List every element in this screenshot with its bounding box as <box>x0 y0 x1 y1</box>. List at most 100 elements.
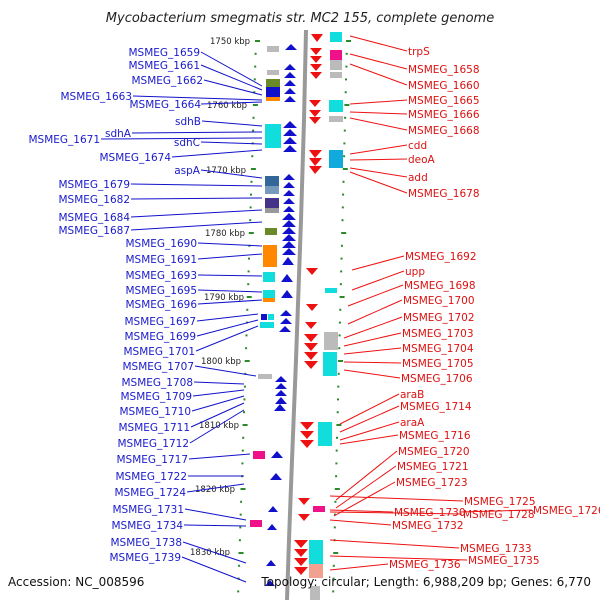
gene-label-left[interactable]: MSMEG_1684 <box>58 212 130 224</box>
gene-label-left[interactable]: MSMEG_1739 <box>109 552 181 564</box>
leader-line <box>200 169 263 179</box>
gene-label-right[interactable]: upp <box>405 266 425 278</box>
gene-label-left[interactable]: MSMEG_1679 <box>58 179 130 191</box>
gene-label-right[interactable]: MSMEG_1703 <box>402 328 474 340</box>
gene-label-right[interactable]: MSMEG_1736 <box>389 559 461 571</box>
gene-label-left[interactable]: MSMEG_1707 <box>122 361 194 373</box>
gene-block <box>267 70 279 75</box>
leader-line <box>184 508 247 521</box>
gene-label-right[interactable]: MSMEG_1726 <box>533 505 600 517</box>
gene-label-left[interactable]: MSMEG_1734 <box>111 520 183 532</box>
left-leader-lines <box>100 51 263 583</box>
leader-line <box>349 144 408 155</box>
scale-labels: 1750 kbp 1760 kbp 1770 kbp 1780 kbp 1790… <box>190 37 250 558</box>
gene-label-right[interactable]: MSMEG_1678 <box>408 188 480 200</box>
leader-line <box>343 332 402 347</box>
gene-label-left[interactable]: MSMEG_1697 <box>124 316 196 328</box>
gene-label-left[interactable]: MSMEG_1710 <box>119 406 191 418</box>
gene-label-right[interactable]: MSMEG_1666 <box>408 109 480 121</box>
gene-label-right[interactable]: MSMEG_1733 <box>460 543 532 555</box>
gene-label-left[interactable]: MSMEG_1699 <box>124 331 196 343</box>
gene-label-right[interactable]: MSMEG_1714 <box>400 401 472 413</box>
gene-label-left[interactable]: MSMEG_1724 <box>114 487 186 499</box>
gene-label-right[interactable]: MSMEG_1720 <box>398 446 470 458</box>
leader-line <box>130 221 263 231</box>
leader-line <box>339 421 400 441</box>
gene-label-left[interactable]: sdhA <box>105 128 132 140</box>
tick-mark <box>244 360 250 362</box>
gene-label-left[interactable]: MSMEG_1711 <box>118 422 190 434</box>
gene-label-right[interactable]: trpS <box>408 46 430 58</box>
gene-label-left[interactable]: MSMEG_1701 <box>123 346 195 358</box>
gene-label-left[interactable]: MSMEG_1696 <box>125 299 197 311</box>
gene-label-right[interactable]: araB <box>400 389 424 401</box>
gene-label-right[interactable]: MSMEG_1665 <box>408 95 480 107</box>
gene-block <box>265 124 281 148</box>
gene-label-right[interactable]: MSMEG_1732 <box>392 520 464 532</box>
gene-label-right[interactable]: MSMEG_1660 <box>408 80 480 92</box>
tick-mark <box>342 168 348 170</box>
gene-label-right[interactable]: MSMEG_1716 <box>399 430 471 442</box>
gene-label-right[interactable]: MSMEG_1725 <box>464 496 536 508</box>
leader-line <box>351 270 405 291</box>
gene-label-right[interactable]: add <box>408 172 428 184</box>
gene-label-right[interactable]: MSMEG_1692 <box>405 251 477 263</box>
tick-mark <box>343 142 346 145</box>
gene-label-right[interactable]: deoA <box>408 154 436 166</box>
gene-label-left[interactable]: MSMEG_1717 <box>116 454 188 466</box>
gene-label-left[interactable]: MSMEG_1690 <box>125 238 197 250</box>
gene-label-left[interactable]: MSMEG_1722 <box>115 471 187 483</box>
gene-label-left[interactable]: MSMEG_1709 <box>120 391 192 403</box>
gene-label-left[interactable]: MSMEG_1671 <box>28 134 100 146</box>
gene-block <box>253 451 265 459</box>
gene-label-right[interactable]: MSMEG_1721 <box>397 461 469 473</box>
gene-label-left[interactable]: MSMEG_1738 <box>110 537 182 549</box>
scale-label: 1770 kbp <box>206 166 246 176</box>
gene-label-left[interactable]: sdhC <box>174 137 200 149</box>
gene-label-left[interactable]: MSMEG_1712 <box>117 438 189 450</box>
gene-label-left[interactable]: MSMEG_1664 <box>129 99 201 111</box>
gene-label-right[interactable]: cdd <box>408 140 427 152</box>
leader-line <box>200 64 263 91</box>
gene-label-left[interactable]: MSMEG_1659 <box>128 47 200 59</box>
gene-label-right[interactable]: MSMEG_1735 <box>468 555 540 567</box>
tick-mark <box>243 398 246 401</box>
gene-block <box>324 332 338 350</box>
gene-label-left[interactable]: MSMEG_1661 <box>128 60 200 72</box>
tick-mark <box>237 577 240 580</box>
gene-label-left[interactable]: aspA <box>174 165 201 177</box>
gene-label-right[interactable]: MSMEG_1730 <box>394 507 466 519</box>
leader-line <box>200 101 263 105</box>
leader-line <box>459 509 533 513</box>
gene-label-right[interactable]: MSMEG_1728 <box>463 509 535 521</box>
gene-label-left[interactable]: sdhB <box>175 116 201 128</box>
gene-label-left[interactable]: MSMEG_1691 <box>125 254 197 266</box>
gene-label-left[interactable]: MSMEG_1663 <box>60 91 132 103</box>
gene-label-left[interactable]: MSMEG_1687 <box>58 225 130 237</box>
gene-label-left[interactable]: MSMEG_1695 <box>125 285 197 297</box>
gene-label-right[interactable]: MSMEG_1705 <box>402 358 474 370</box>
gene-label-right[interactable]: MSMEG_1706 <box>401 373 473 385</box>
gene-label-left[interactable]: MSMEG_1682 <box>58 194 130 206</box>
gene-label-left[interactable]: MSMEG_1731 <box>112 504 184 516</box>
gene-label-right[interactable]: MSMEG_1658 <box>408 64 480 76</box>
gene-label-right[interactable]: MSMEG_1698 <box>404 280 476 292</box>
gene-label-right[interactable]: MSMEG_1700 <box>403 295 475 307</box>
gene-label-right[interactable]: MSMEG_1702 <box>403 312 475 324</box>
tick-mark <box>247 270 250 273</box>
gene-label-right[interactable]: MSMEG_1723 <box>396 477 468 489</box>
leader-line <box>182 541 247 564</box>
gene-label-left[interactable]: MSMEG_1708 <box>121 377 193 389</box>
gene-label-right[interactable]: araA <box>400 417 425 429</box>
tick-mark <box>242 436 245 439</box>
gene-label-left[interactable]: MSMEG_1693 <box>125 270 197 282</box>
gene-label-left[interactable]: MSMEG_1674 <box>99 152 171 164</box>
gene-label-right[interactable]: MSMEG_1704 <box>402 343 474 355</box>
gene-label-right[interactable]: MSMEG_1668 <box>408 125 480 137</box>
tick-mark <box>246 308 249 311</box>
tick-mark <box>342 193 345 196</box>
gene-label-left[interactable]: MSMEG_1662 <box>131 75 203 87</box>
tick-mark <box>241 462 244 465</box>
tick-mark <box>333 526 336 529</box>
leader-line <box>200 51 263 87</box>
